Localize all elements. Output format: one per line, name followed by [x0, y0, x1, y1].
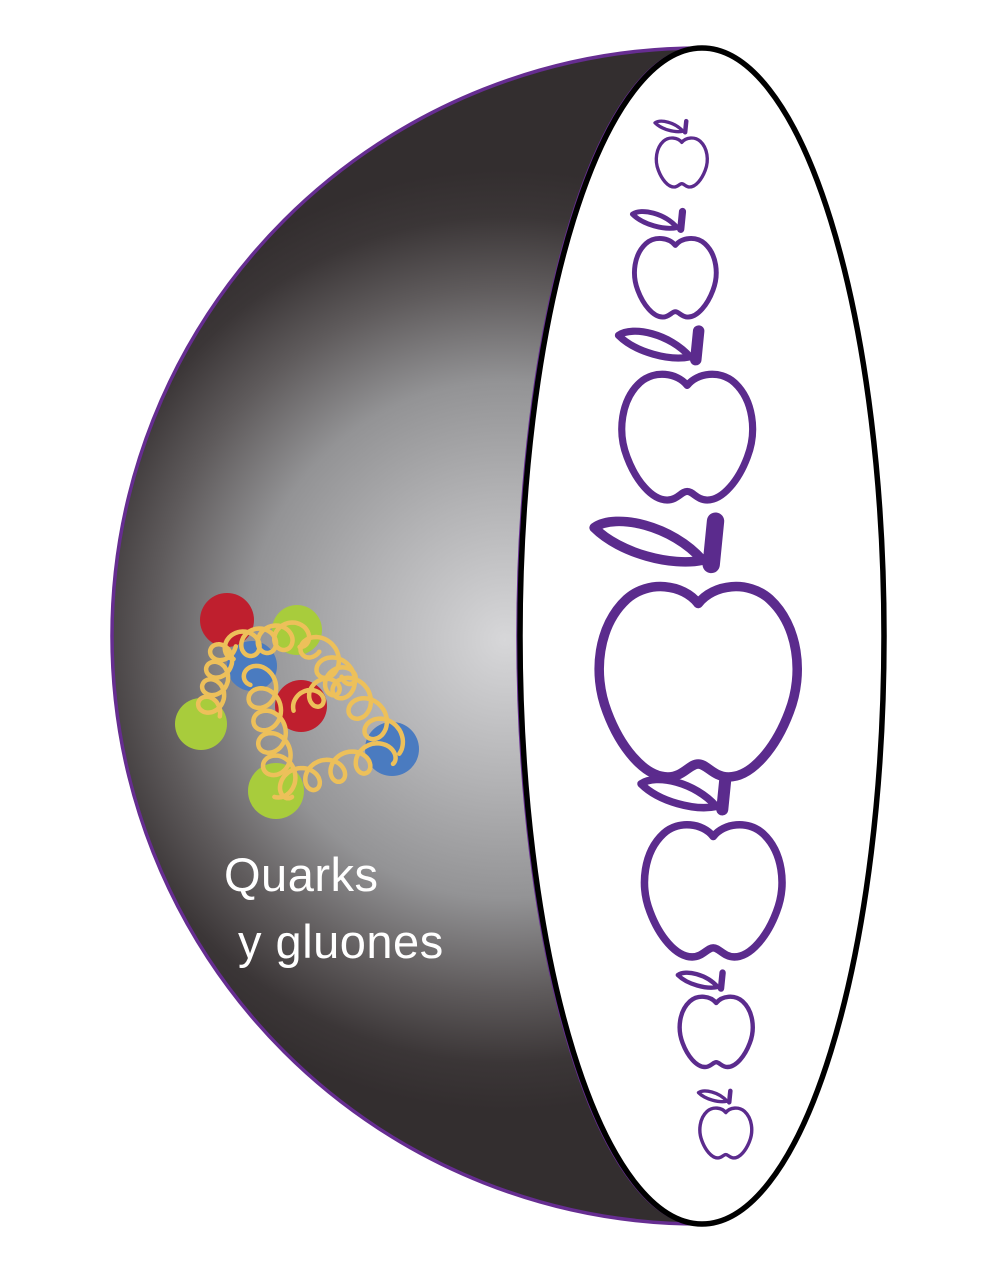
- gluon-coils: [195, 620, 406, 801]
- gluon-coil: [290, 665, 358, 713]
- cross-section-ellipse: [517, 45, 887, 1227]
- quark-circle-green: [248, 763, 304, 819]
- quark-circle-red: [275, 680, 327, 732]
- caption: Quarks y gluones: [224, 842, 444, 975]
- caption-line-y-gluones: y gluones: [238, 914, 444, 968]
- gluon-coil: [277, 741, 398, 801]
- gluon-coil: [222, 620, 312, 662]
- gluon-coil: [195, 642, 239, 719]
- gluon-coil: [241, 663, 298, 800]
- caption-line-quarks: Quarks: [224, 848, 379, 901]
